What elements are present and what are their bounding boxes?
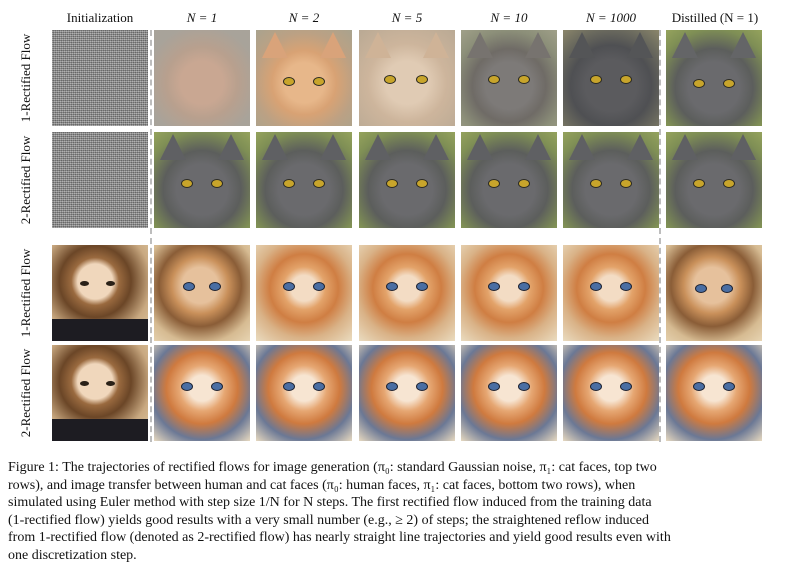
column-header-n5: N = 5 [391,10,423,25]
image-r1-distilled [666,30,762,126]
image-r4-n1000 [563,345,659,441]
image-r2-n10 [461,132,557,228]
image-r2-n1000 [563,132,659,228]
image-r2-n1 [154,132,250,228]
image-r3-n1 [154,245,250,341]
image-r3-n2 [256,245,352,341]
column-divider [150,30,152,442]
column-header-n1: N = 1 [186,10,218,25]
image-r2-n2 [256,132,352,228]
column-header-n1000: N = 1000 [586,10,636,25]
caption-line: simulated using Euler method with step s… [8,495,652,511]
image-r3-distilled [666,245,762,341]
image-r1-n1 [154,30,250,126]
image-r2-n5 [359,132,455,228]
image-r1-n10 [461,30,557,126]
image-r4-n10 [461,345,557,441]
column-header-n2: N = 2 [288,10,320,25]
image-r4-distilled [666,345,762,441]
image-r4-n1 [154,345,250,441]
image-r4-n5 [359,345,455,441]
image-r2-distilled [666,132,762,228]
image-r3-init [52,245,148,341]
caption-line: one discretization step. [8,547,137,563]
image-r3-n10 [461,245,557,341]
image-r2-init [52,132,148,228]
image-r1-n1000 [563,30,659,126]
caption-line: (1-rectified flow) yields good results w… [8,512,650,528]
image-r1-init [52,30,148,126]
caption-line: rows), and image transfer between human … [8,477,636,493]
column-header-n10: N = 10 [490,10,528,25]
image-r1-n5 [359,30,455,126]
image-r1-n2 [256,30,352,126]
image-r3-n1000 [563,245,659,341]
image-r4-n2 [256,345,352,441]
column-divider [659,30,661,442]
figure-caption: Figure 1: The trajectories of rectified … [8,459,790,565]
column-header-distilled: Distilled (N = 1) [671,10,759,25]
caption-line: Figure 1: The trajectories of rectified … [8,460,657,475]
caption-line: from 1-rectified flow (denoted as 2-rect… [8,530,671,546]
image-r4-init [52,345,148,441]
image-r3-n5 [359,245,455,341]
column-header-initialization: Initialization [66,10,134,25]
